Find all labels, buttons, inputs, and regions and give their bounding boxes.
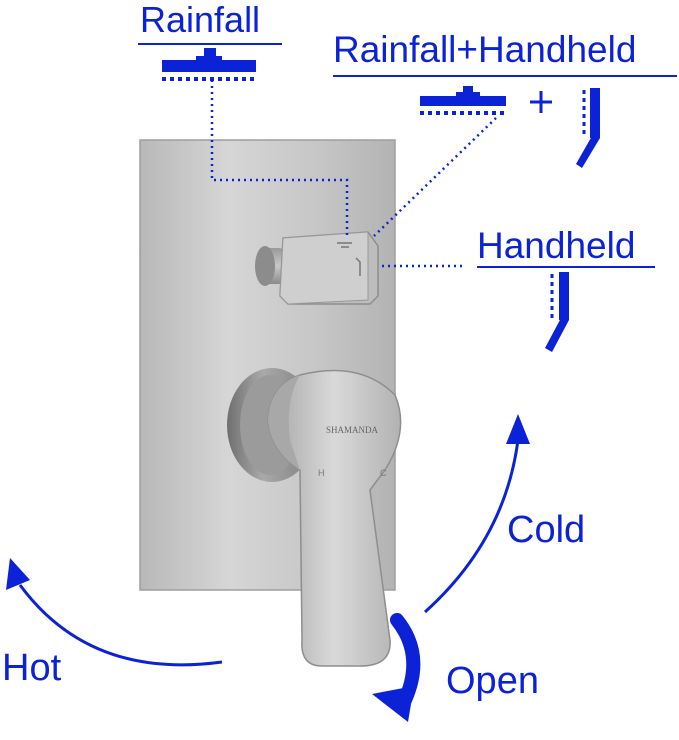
rainfall-handheld-label: Rainfall+Handheld — [333, 29, 637, 70]
brand-logo: SHAMANDA — [326, 425, 379, 435]
rainfall-label: Rainfall — [140, 0, 261, 40]
rainfall-showerhead-icon — [420, 86, 506, 115]
hot-mark: H — [318, 468, 325, 478]
cold-label: Cold — [507, 509, 586, 551]
open-label: Open — [446, 660, 539, 702]
handheld-shower-icon — [576, 88, 600, 168]
rainfall-handheld-underline — [333, 75, 677, 77]
arrow-icon — [372, 613, 421, 722]
handheld-underline — [477, 266, 655, 268]
rainfall-handheld-leader — [373, 117, 497, 237]
hot-label: Hot — [2, 647, 62, 689]
plus-icon — [530, 91, 552, 113]
rainfall-leader — [210, 80, 349, 236]
cold-mark: C — [380, 468, 387, 478]
mixer-lever: SHAMANDA H C — [227, 368, 402, 667]
rainfall-showerhead-icon — [162, 48, 256, 81]
rainfall-underline — [138, 43, 282, 45]
handheld-label: Handheld — [477, 225, 636, 266]
arrow-icon — [6, 558, 223, 667]
arrow-icon — [423, 414, 530, 614]
diverter-knob — [255, 231, 379, 305]
handheld-shower-icon — [545, 272, 569, 352]
